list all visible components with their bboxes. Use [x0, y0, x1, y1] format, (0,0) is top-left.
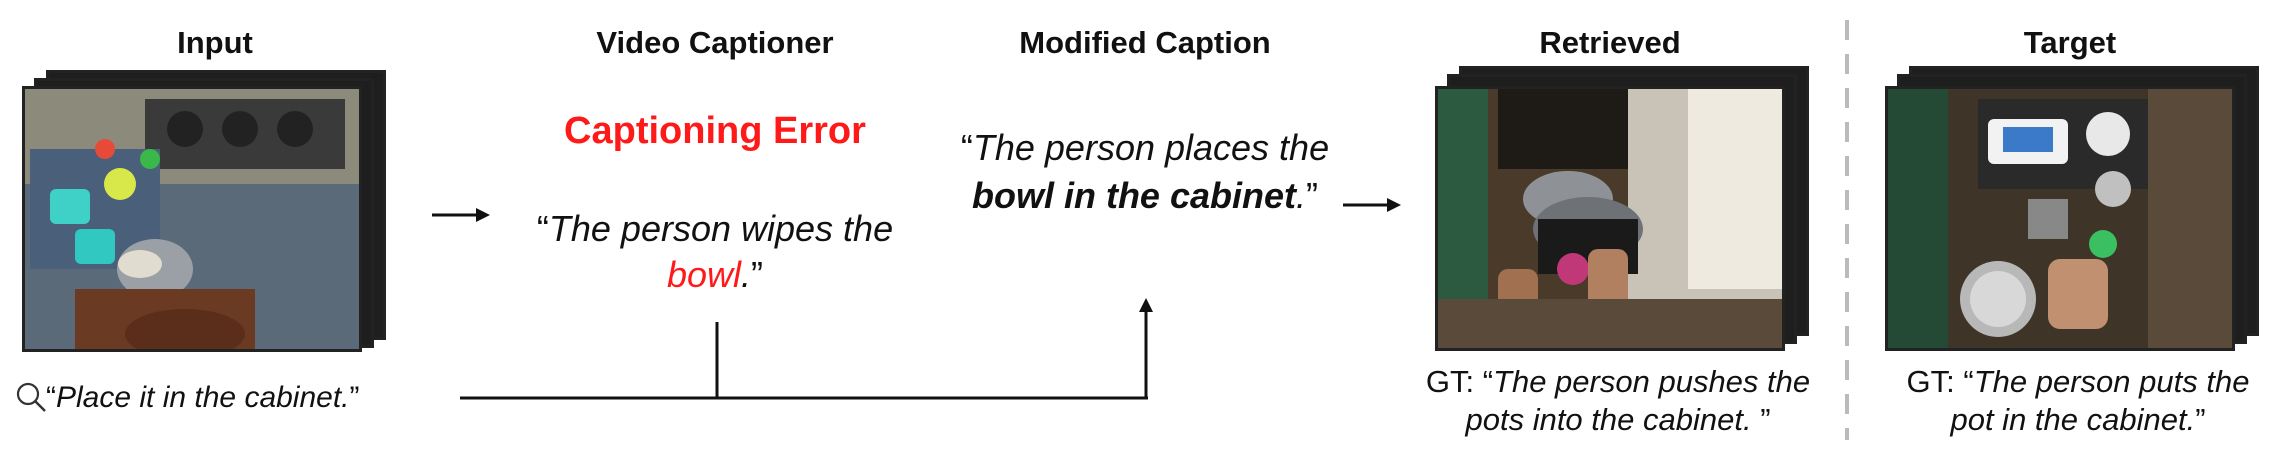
video-caption-part1: The person wipes the: [548, 208, 894, 249]
target-gt-suffix: ”: [2195, 402, 2206, 437]
captioning-error-label: Captioning Error: [564, 110, 866, 152]
input-frame-front: [22, 86, 362, 352]
input-video-stack: [22, 70, 392, 355]
dashed-divider: [1845, 20, 1849, 440]
modified-caption-close-quote: ”: [1306, 175, 1319, 216]
query-open-quote: “: [46, 381, 56, 414]
retrieved-gt-text: The person pushes the pots into the cabi…: [1465, 364, 1811, 437]
retrieved-gt-suffix: ”: [1751, 402, 1771, 437]
target-gt-text: The person puts the pot in the cabinet.: [1950, 364, 2250, 437]
target-gt-caption: GT: “The person puts the pot in the cabi…: [1888, 363, 2268, 439]
header-target: Target: [2023, 25, 2117, 60]
video-caption-end: .: [741, 254, 752, 295]
modified-caption-text: “The person places the bowl in the cabin…: [940, 124, 1350, 220]
target-cabinet-image: [1888, 89, 2232, 348]
retrieved-video-stack: [1435, 66, 1815, 356]
query-close-quote: ”: [349, 381, 360, 414]
header-input: Input: [177, 25, 253, 60]
video-caption-text: “The person wipes the bowl.”: [520, 206, 910, 298]
target-video-stack: [1885, 66, 2265, 356]
input-kitchen-image: [25, 89, 359, 349]
query-italic: Place it in the cabinet.: [56, 381, 350, 414]
retrieved-gt-caption: GT: “The person pushes the pots into the…: [1418, 363, 1818, 439]
query-text: “Place it in the cabinet.”: [46, 381, 360, 415]
video-caption-close-quote: ”: [751, 254, 764, 295]
arrow-right-icon: [432, 208, 490, 222]
modified-caption-open-quote: “: [960, 127, 973, 168]
arrow-right-icon: [1343, 198, 1401, 212]
retrieved-cabinet-image: [1438, 89, 1782, 348]
search-icon: [16, 382, 46, 412]
arrow-up-icon: [1139, 298, 1153, 312]
target-frame-front: [1885, 86, 2235, 351]
header-modified-caption: Modified Caption: [1019, 25, 1271, 60]
video-caption-open-quote: “: [536, 208, 549, 249]
retrieved-gt-prefix: GT: “: [1425, 364, 1494, 399]
modified-caption-bold: bowl in the cabinet: [971, 175, 1296, 216]
header-video-captioner: Video Captioner: [596, 25, 834, 60]
modified-caption-end: .: [1296, 175, 1307, 216]
modified-caption-part1: The person places the: [972, 127, 1330, 168]
query-connector-lines: [460, 298, 1153, 400]
header-retrieved: Retrieved: [1539, 25, 1681, 60]
retrieved-frame-front: [1435, 86, 1785, 351]
video-caption-error-word: bowl: [666, 254, 742, 295]
target-gt-prefix: GT: “: [1906, 364, 1974, 399]
